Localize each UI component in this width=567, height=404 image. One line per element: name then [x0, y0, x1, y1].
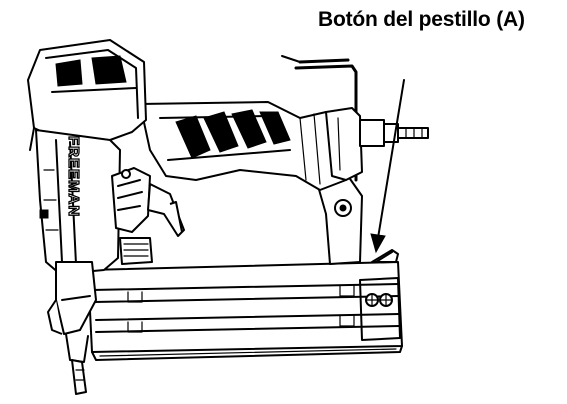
end-cap: [325, 107, 363, 181]
air-inlet-fitting: [359, 119, 429, 147]
magazine-screw-left: [365, 293, 379, 307]
tool-body: [35, 129, 121, 275]
latch-button-callout-label: Botón del pestillo (A): [318, 8, 525, 31]
latch-button: [371, 249, 399, 263]
tool-head: [27, 39, 147, 151]
nose-contact: [47, 261, 97, 395]
depth-adjust-wheel: [119, 237, 153, 265]
callout-arrow: [370, 79, 405, 254]
grip-handle: [139, 101, 347, 191]
trigger-assembly: [111, 167, 151, 233]
magazine-screw-right: [379, 293, 393, 307]
trigger: [147, 183, 185, 237]
brand-logo: FREEMAN: [65, 136, 82, 217]
magazine: [87, 261, 403, 361]
